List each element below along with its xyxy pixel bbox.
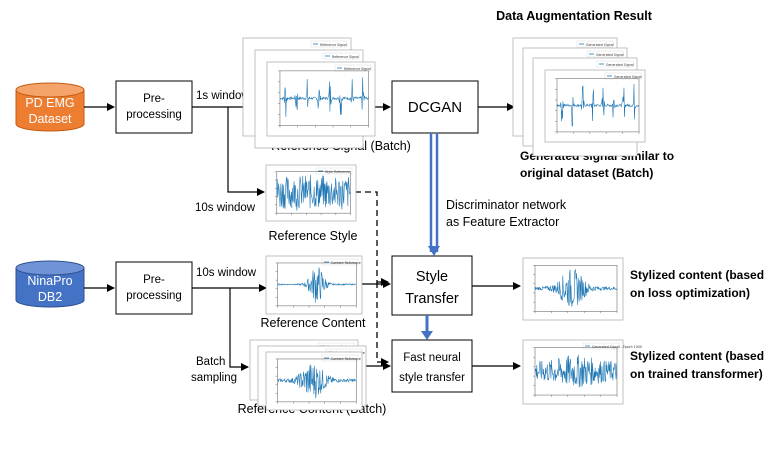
dcgan-label: DCGAN — [408, 99, 462, 116]
label-sampling: sampling — [191, 372, 237, 384]
signal-trace — [276, 174, 351, 211]
preprocess-top-line1: Pre- — [143, 93, 165, 105]
ninapro-label-line2: DB2 — [38, 290, 62, 304]
fast-transfer-box: Fast neural style transfer — [391, 339, 473, 393]
reference-style-frame-legend — [315, 167, 353, 175]
caption-stylized-opt-2: on loss optimization) — [630, 286, 750, 300]
pd-emg-label-line2: Dataset — [28, 112, 72, 126]
stylized-tr-frame-legend-text: Generated Signal - Epoch 1000 — [592, 345, 642, 349]
fast-transfer-line2: style transfer — [399, 372, 465, 384]
reference-style-plot: Style Reference — [265, 164, 357, 222]
stylized-transformer-plot: Generated Signal - Epoch 1000 — [522, 339, 642, 405]
stylized-opt-plot — [522, 257, 624, 321]
label-batch: Batch — [196, 356, 225, 368]
ninapro-dataset-cylinder: NinaPro DB2 — [15, 260, 85, 308]
pd-emg-dataset-cylinder: PD EMG Dataset — [15, 82, 85, 132]
signal-trace — [556, 83, 640, 127]
style-transfer-line1: Style — [416, 269, 448, 285]
preprocess-bottom-line2: processing — [126, 290, 182, 302]
label-discriminator-2: as Feature Extractor — [446, 215, 559, 229]
arrow-to-reference-style — [227, 107, 265, 196]
style-transfer-box: Style Transfer — [391, 255, 473, 316]
ninapro-label-line1: NinaPro — [27, 274, 72, 288]
plot-axes — [277, 358, 357, 403]
generated-front-legend-text: Generated Signal — [614, 75, 642, 79]
discriminator-arrow — [421, 133, 440, 340]
caption-generated-2: original dataset (Batch) — [520, 166, 653, 180]
fast-transfer-line1: Fast neural — [403, 352, 461, 364]
dashed-style-to-style-transfer — [355, 191, 389, 286]
plot-axes — [534, 347, 618, 396]
preprocess-top-box: Pre- processing — [115, 80, 193, 134]
generated-back-layer-1-legend — [586, 50, 624, 58]
reference-content-plot: Content Reference — [265, 255, 363, 315]
diagram-title: Data Augmentation Result — [496, 9, 653, 23]
signal-trace — [279, 77, 369, 117]
generated-back-layer-2-legend-text: Generated Signal — [606, 63, 634, 67]
label-1s-window: 1s window — [196, 90, 250, 102]
arrow-batch-sampling — [229, 288, 249, 371]
caption-stylized-tr-2: on trained transformer) — [630, 367, 763, 381]
style-transfer-line2: Transfer — [405, 291, 459, 307]
signal-trace — [534, 268, 618, 307]
label-10s-window-top: 10s window — [195, 202, 256, 214]
reference-signal-back-layer-0-legend — [310, 40, 348, 48]
generated-front-legend — [604, 72, 642, 80]
generated-back-layer-0-legend-text: Generated Signal — [586, 43, 614, 47]
label-discriminator-1: Discriminator network — [446, 198, 567, 212]
content-batch-front-legend — [321, 354, 359, 362]
preprocess-top-line2: processing — [126, 109, 182, 121]
generated-back-layer-2-legend — [596, 60, 634, 68]
preprocess-bottom-box: Pre- processing — [115, 261, 193, 315]
dashed-style-to-fast-transfer — [376, 282, 389, 366]
reference-signal-front-legend-text: Reference Signal — [344, 67, 371, 71]
reference-signal-back-layer-1-legend-text: Reference Signal — [332, 55, 359, 59]
signal-trace — [534, 354, 618, 388]
caption-stylized-opt-1: Stylized content (based — [630, 268, 764, 282]
signal-trace — [277, 364, 357, 399]
label-10s-window-bottom: 10s window — [196, 267, 257, 279]
reference-style-frame-legend-text: Style Reference — [325, 170, 350, 174]
reference-signal-back-layer-1-legend — [322, 52, 360, 60]
caption-reference-style: Reference Style — [269, 229, 358, 243]
caption-reference-content: Reference Content — [261, 316, 366, 330]
signal-trace — [277, 267, 357, 303]
pd-emg-label-line1: PD EMG — [25, 96, 74, 110]
preprocess-bottom-line1: Pre- — [143, 274, 165, 286]
generated-back-layer-1-legend-text: Generated Signal — [596, 53, 624, 57]
generated-back-layer-0-legend — [576, 40, 614, 48]
stylized-tr-frame-legend — [582, 342, 620, 350]
reference-content-frame-legend — [321, 258, 359, 266]
caption-stylized-tr-1: Stylized content (based — [630, 349, 764, 363]
dcgan-box: DCGAN — [391, 80, 479, 134]
reference-signal-back-layer-0-legend-text: Reference Signal — [320, 43, 347, 47]
